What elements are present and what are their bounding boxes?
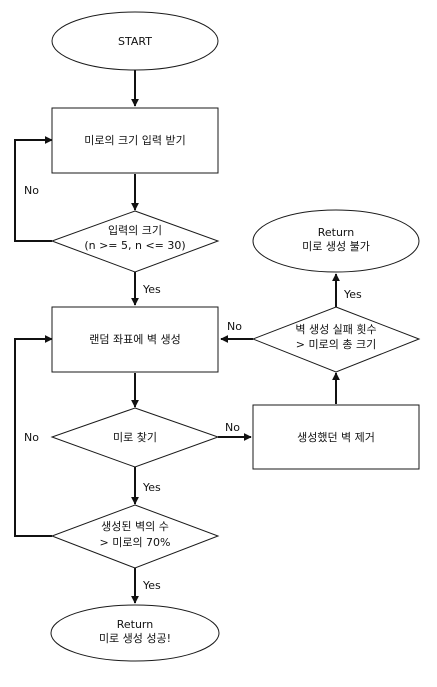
check-walls-label-2: > 미로의 70% <box>99 536 170 549</box>
find-maze-decision: 미로 찾기 <box>50 407 220 468</box>
label-find-yes: Yes <box>142 481 161 494</box>
return-success-label-1: Return <box>117 618 154 631</box>
label-fail-yes: Yes <box>343 288 362 301</box>
edge-labels: No Yes No Yes No No Yes Yes <box>24 184 362 592</box>
label-input-yes: Yes <box>142 283 161 296</box>
input-size-node: 미로의 크기 입력 받기 <box>51 107 219 174</box>
gen-wall-node: 랜덤 좌표에 벽 생성 <box>51 306 219 373</box>
check-fail-label-1: 벽 생성 실패 횟수 <box>295 323 376 336</box>
check-input-label-1: 입력의 크기 <box>108 224 162 237</box>
remove-wall-label: 생성했던 벽 제거 <box>297 431 375 444</box>
check-input-decision: 입력의 크기 (n >= 5, n <= 30) <box>50 210 220 273</box>
gen-wall-label: 랜덤 좌표에 벽 생성 <box>89 333 180 346</box>
check-walls-decision: 생성된 벽의 수 > 미로의 70% <box>50 504 220 569</box>
remove-wall-node: 생성했던 벽 제거 <box>252 404 420 470</box>
input-size-label: 미로의 크기 입력 받기 <box>84 134 186 147</box>
edges <box>14 70 340 604</box>
return-success-node: Return 미로 생성 성공! <box>50 604 220 662</box>
label-walls-yes: Yes <box>142 579 161 592</box>
edge-check-no-loop <box>14 136 53 242</box>
check-fail-decision: 벽 생성 실패 횟수 > 미로의 총 크기 <box>251 306 421 373</box>
find-maze-label: 미로 찾기 <box>113 431 157 444</box>
label-find-no: No <box>225 421 240 434</box>
check-input-label-2: (n >= 5, n <= 30) <box>84 239 185 252</box>
label-fail-no: No <box>227 320 242 333</box>
edge-walls-no-loop <box>14 335 53 537</box>
check-walls-label-1: 생성된 벽의 수 <box>101 520 169 533</box>
check-fail-label-2: > 미로의 총 크기 <box>296 338 376 351</box>
start-label: START <box>118 35 152 48</box>
return-success-label-2: 미로 생성 성공! <box>99 632 171 645</box>
return-fail-label-2: 미로 생성 불가 <box>302 240 370 253</box>
label-input-no: No <box>24 184 39 197</box>
return-fail-label-1: Return <box>318 226 355 239</box>
return-fail-node: Return 미로 생성 불가 <box>252 209 420 273</box>
label-walls-no: No <box>24 431 39 444</box>
start-node: START <box>51 11 219 71</box>
